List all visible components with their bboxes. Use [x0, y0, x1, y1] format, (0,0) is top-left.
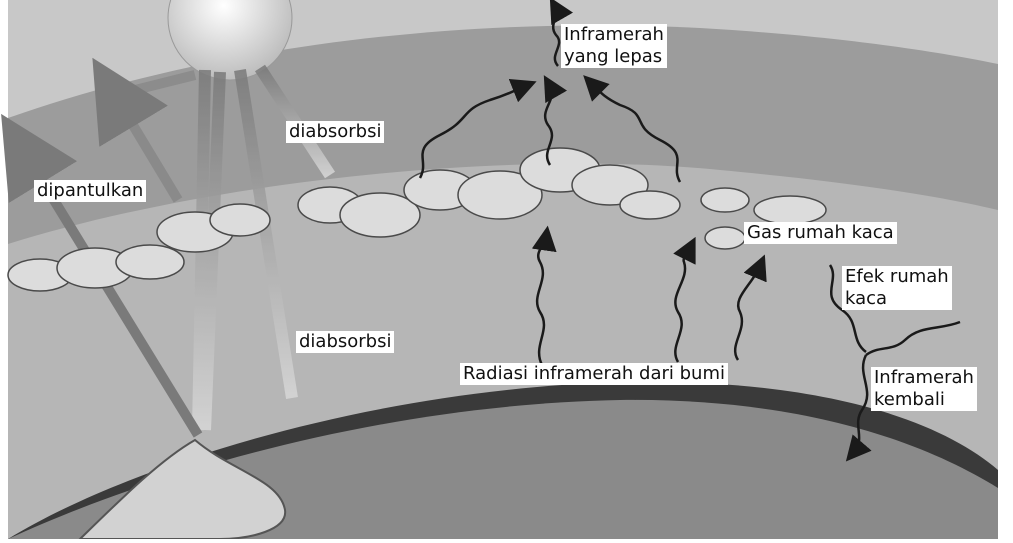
infrared-returned-label: Inframerah kembali [871, 367, 977, 411]
greenhouse-gas-label: Gas rumah kaca [744, 222, 897, 244]
absorbed-bottom-label: diabsorbsi [296, 331, 394, 353]
absorbed-top-label: diabsorbsi [286, 121, 384, 143]
greenhouse-effect-label: Efek rumah kaca [842, 266, 952, 310]
escaped-infrared-label: Inframerah yang lepas [561, 24, 667, 68]
reflected-label: dipantulkan [34, 180, 146, 202]
earth-infrared-radiation-label: Radiasi inframerah dari bumi [460, 363, 728, 385]
